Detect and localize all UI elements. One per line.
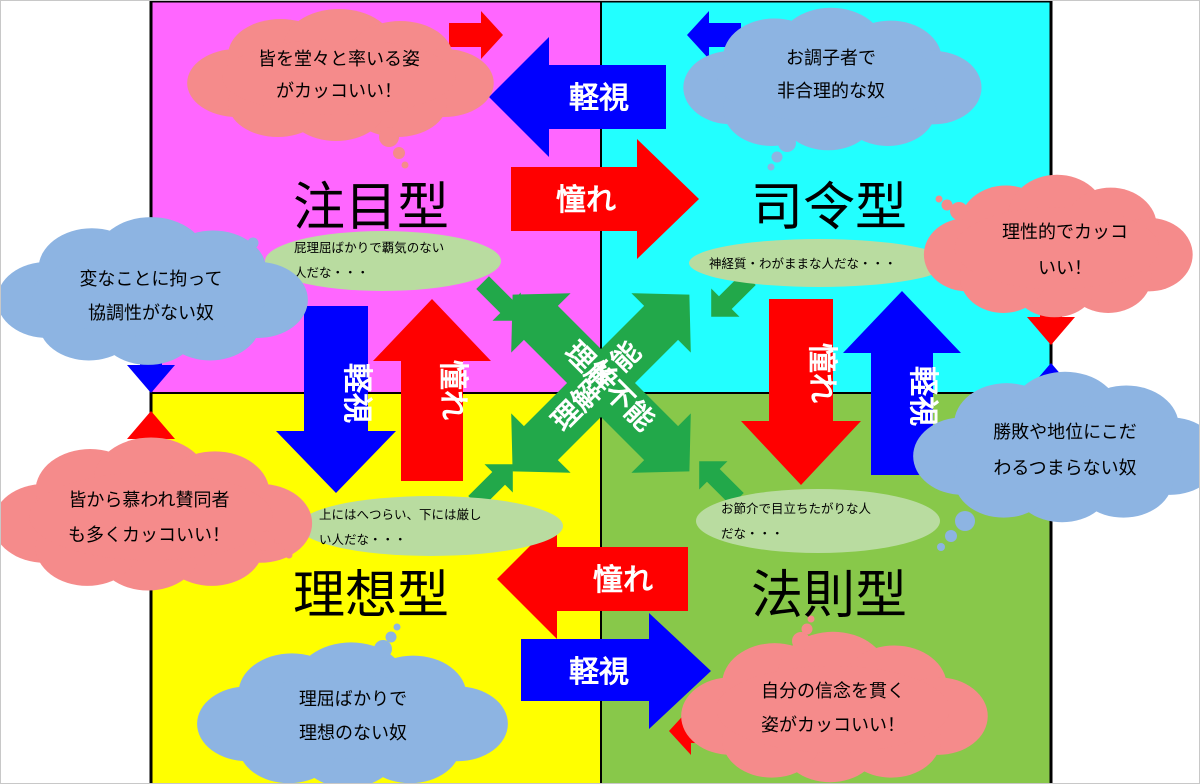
pointer-arrow-attention (476, 276, 521, 321)
svg-text:お節介で目立ちたがりな人: お節介で目立ちたがりな人 (721, 501, 872, 516)
cloud-command-despise: お調子者で 非合理的な奴 (683, 7, 982, 171)
svg-text:軽視: 軽視 (569, 81, 629, 116)
quadrant-title-attention: 注目型 (293, 178, 449, 238)
svg-text:お調子者で: お調子者で (786, 48, 876, 69)
svg-text:憧れ: 憧れ (556, 183, 616, 218)
quadrant-title-command: 司令型 (751, 178, 907, 238)
svg-text:屁理屈ばかりで覇気のない: 屁理屈ばかりで覇気のない (294, 240, 444, 255)
svg-text:がカッコいい！: がカッコいい！ (276, 81, 402, 102)
svg-text:勝敗や地位にこだ: 勝敗や地位にこだ (993, 422, 1137, 443)
center-bridge: 理解不能 理解不能 (511, 293, 691, 473)
svg-text:姿がカッコいい！: 姿がカッコいい！ (761, 715, 905, 736)
cloud-rule-admire: 自分の信念を貫く 姿がカッコいい！ (681, 615, 988, 783)
svg-text:理性的でカッコ: 理性的でカッコ (1002, 222, 1128, 243)
svg-text:憧れ: 憧れ (593, 563, 653, 598)
svg-text:皆を堂々と率いる姿: 皆を堂々と率いる姿 (258, 49, 420, 70)
cloud-attention-admire: 皆を堂々と率いる姿 がカッコいい！ (187, 9, 494, 169)
svg-text:理想のない奴: 理想のない奴 (299, 723, 407, 744)
svg-text:い人だな・・・: い人だな・・・ (319, 532, 407, 547)
cloud-rule-despise: 勝敗や地位にこだ わるつまらない奴 (913, 371, 1199, 551)
small-arrow-top-left (449, 11, 503, 59)
svg-text:非合理的な奴: 非合理的な奴 (777, 81, 885, 102)
cloud-command-admire: 理性的でカッコ いい！ (923, 174, 1193, 318)
bubble-ideal: 上にはへつらい、下には厳し い人だな・・・ (299, 496, 563, 556)
svg-text:皆から慕われ賛同者: 皆から慕われ賛同者 (68, 490, 229, 511)
small-arrow-left-down (127, 341, 175, 393)
cloud-attention-despise: 変なことに拘って 協調性がない奴 (1, 217, 308, 365)
bubble-rule: お節介で目立ちたがりな人 だな・・・ (696, 489, 940, 553)
arrow-top-despise: 軽視 (489, 37, 666, 157)
arrow-bottom-admire: 憧れ (497, 519, 688, 639)
arrow-top-admire: 憧れ (511, 139, 699, 259)
arrow-left-despise: 軽視 (276, 306, 396, 493)
bridge-arrow-diagonal-2 (511, 293, 691, 473)
quadrant-title-ideal: 理想型 (293, 566, 449, 626)
bubble-command: 神経質・わがままな人だな・・・ (689, 239, 949, 287)
cloud-ideal-admire: 皆から慕われ賛同者 も多くカッコいい！ (1, 437, 313, 591)
svg-text:だな・・・: だな・・・ (721, 526, 784, 541)
svg-text:自分の信念を貫く: 自分の信念を貫く (761, 680, 905, 702)
svg-text:軽視: 軽視 (905, 366, 940, 426)
svg-text:憧れ: 憧れ (804, 343, 839, 403)
svg-text:変なことに拘って: 変なことに拘って (79, 269, 222, 290)
cloud-ideal-despise: 理屈ばかりで 理想のない奴 (197, 623, 508, 783)
bubble-attention: 屁理屈ばかりで覇気のない 人だな・・・ (265, 231, 501, 291)
svg-text:憧れ: 憧れ (435, 360, 470, 420)
arrow-right-admire: 憧れ (741, 299, 861, 485)
arrow-left-admire: 憧れ (373, 299, 491, 481)
pointer-arrow-rule (699, 461, 744, 506)
pointer-arrow-command (711, 272, 756, 317)
svg-text:上にはへつらい、下には厳し: 上にはへつらい、下には厳し (319, 507, 482, 522)
svg-text:わるつまらない奴: わるつまらない奴 (993, 458, 1136, 479)
svg-text:人だな・・・: 人だな・・・ (294, 265, 369, 280)
pointer-arrow-ideal (468, 464, 513, 509)
svg-text:いい！: いい！ (1038, 258, 1092, 279)
arrow-bottom-despise: 軽視 (521, 613, 711, 729)
svg-text:協調性がない奴: 協調性がない奴 (88, 303, 214, 324)
svg-text:理屈ばかりで: 理屈ばかりで (299, 689, 407, 710)
quadrant-title-rule: 法則型 (751, 566, 907, 626)
svg-text:も多くカッコいい！: も多くカッコいい！ (68, 525, 230, 546)
svg-text:神経質・わがままな人だな・・・: 神経質・わがままな人だな・・・ (709, 256, 897, 271)
svg-text:軽視: 軽視 (339, 363, 374, 423)
svg-text:軽視: 軽視 (569, 655, 629, 690)
